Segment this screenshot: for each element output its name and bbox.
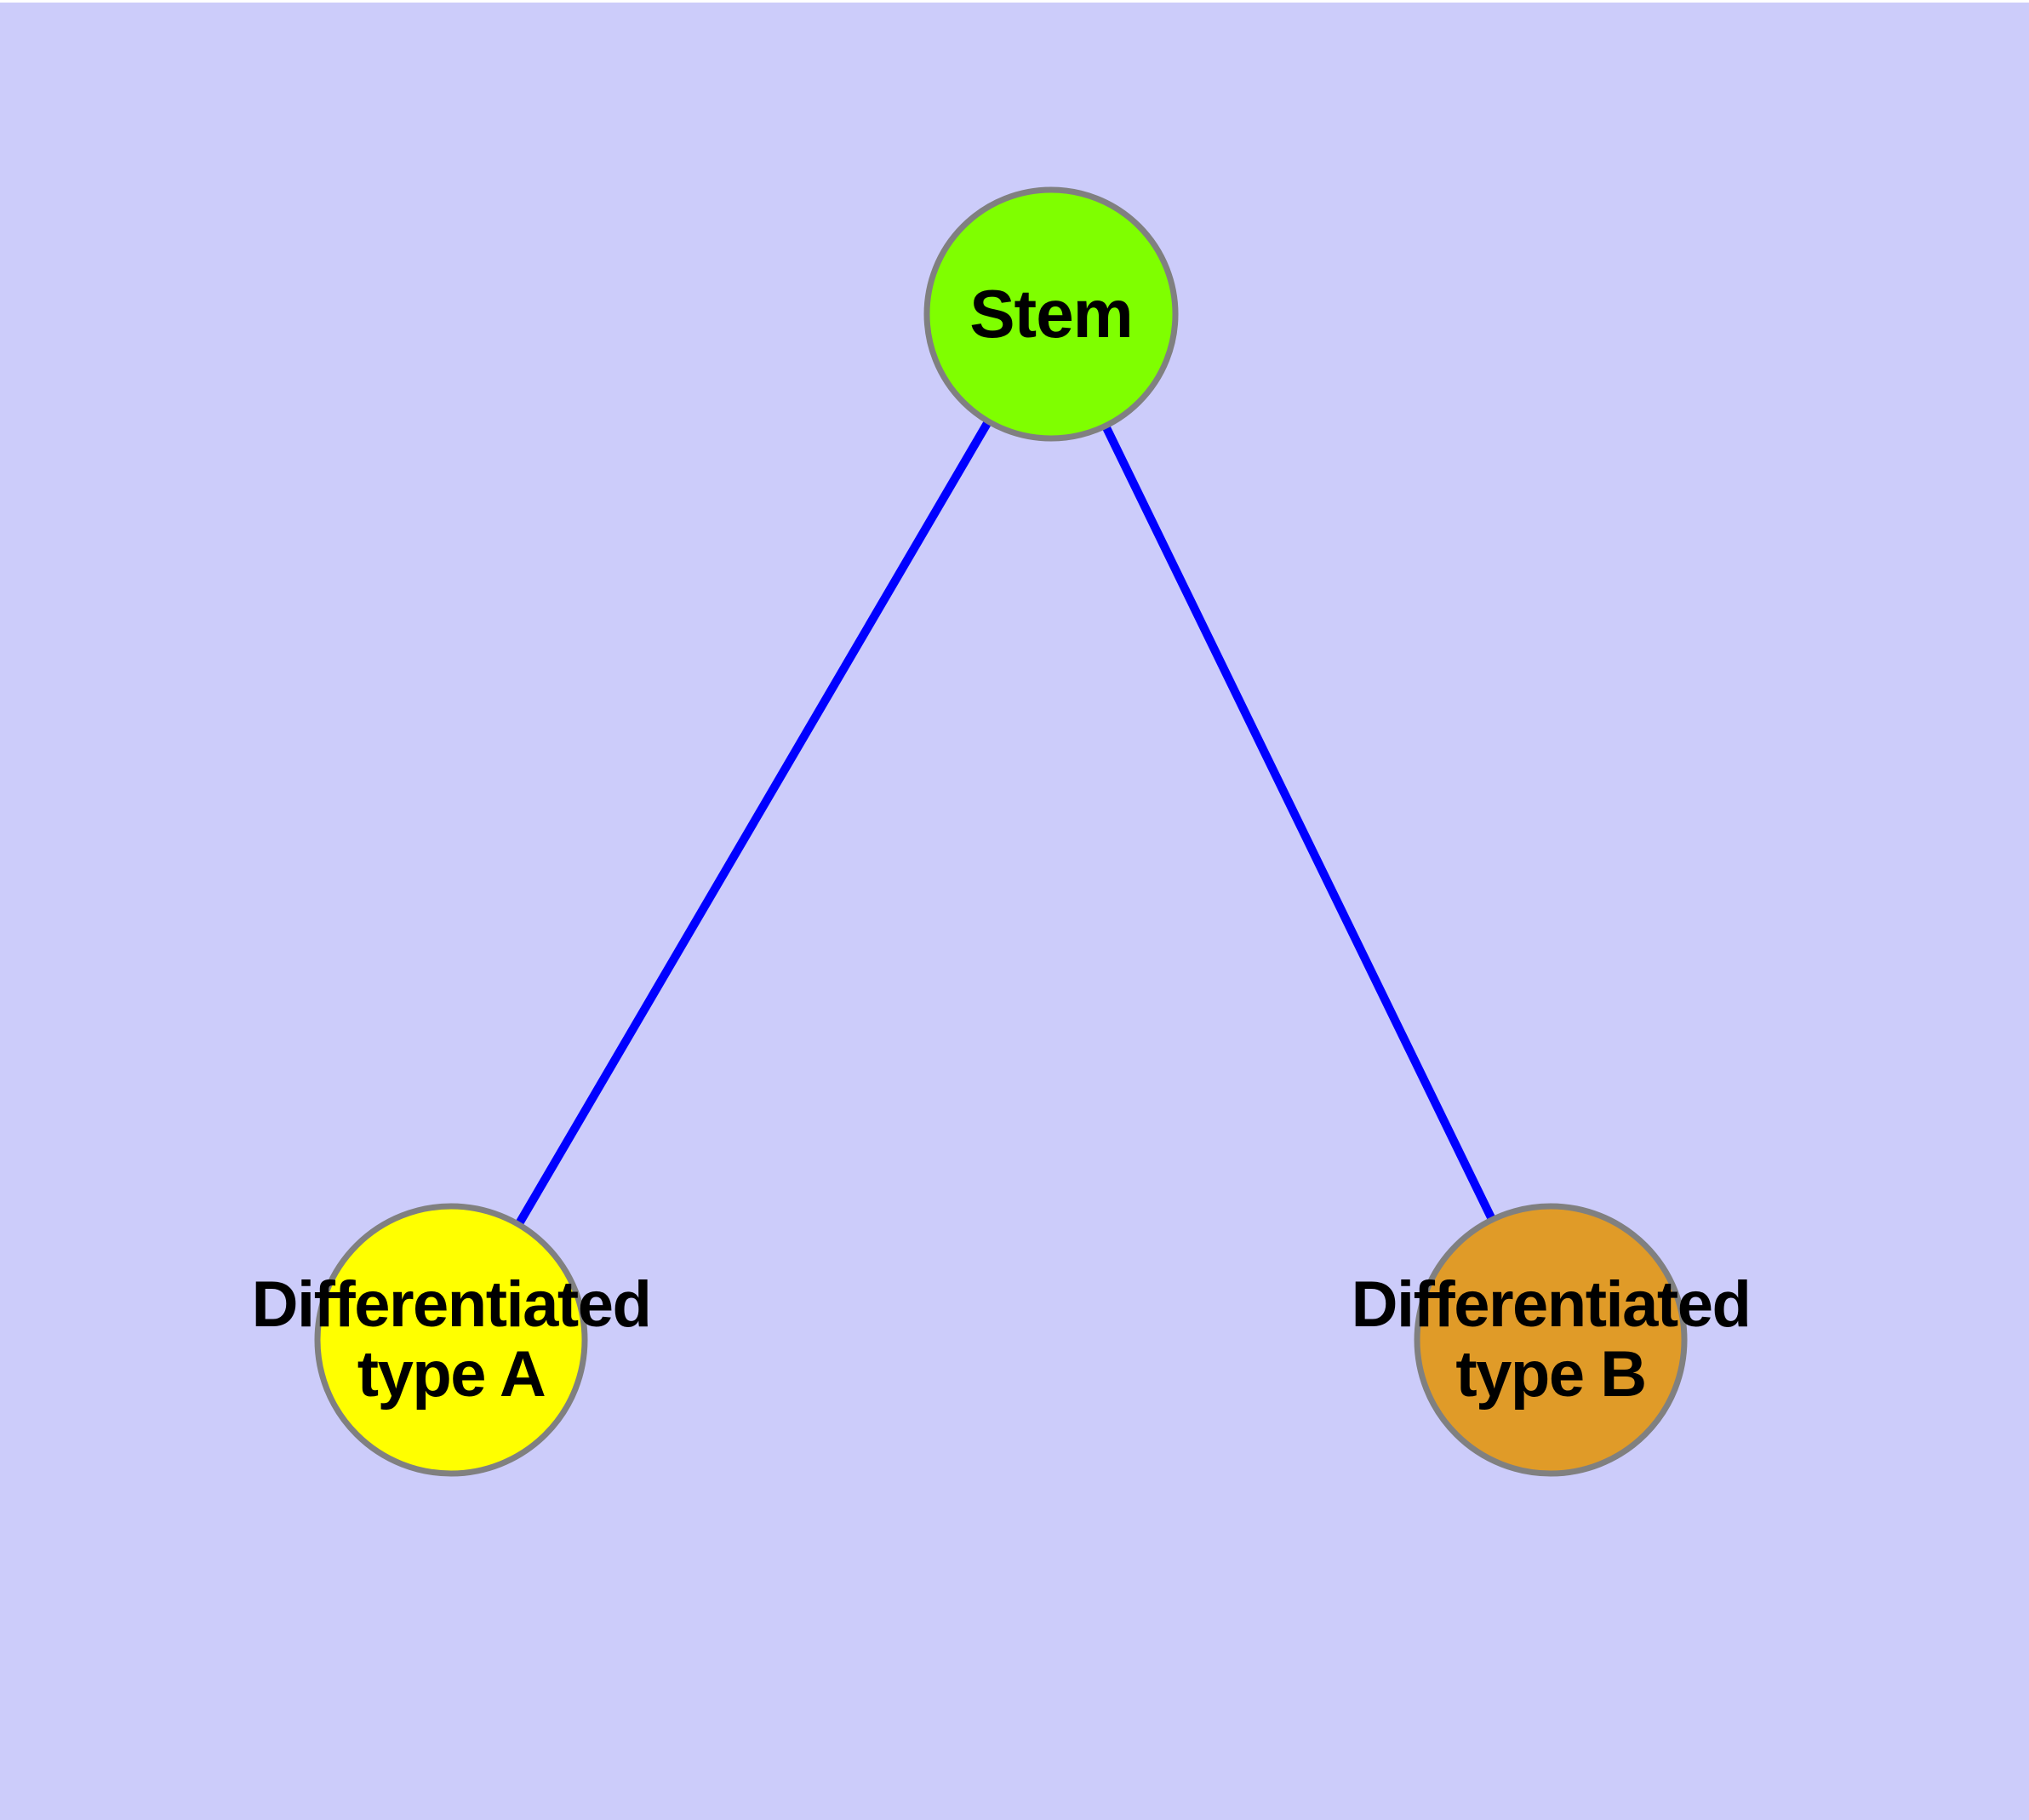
edge-stem-to-differentiated-type-b — [1100, 418, 1498, 1228]
node-differentiated-type-b[interactable] — [1414, 1203, 1688, 1477]
node-stem[interactable] — [923, 186, 1179, 442]
edge-stem-to-differentiated-type-a — [512, 414, 995, 1232]
edge-layer — [512, 414, 1498, 1232]
node-differentiated-type-a[interactable] — [314, 1203, 588, 1477]
node-layer — [314, 186, 1688, 1477]
canvas-top-margin — [0, 0, 2029, 3]
